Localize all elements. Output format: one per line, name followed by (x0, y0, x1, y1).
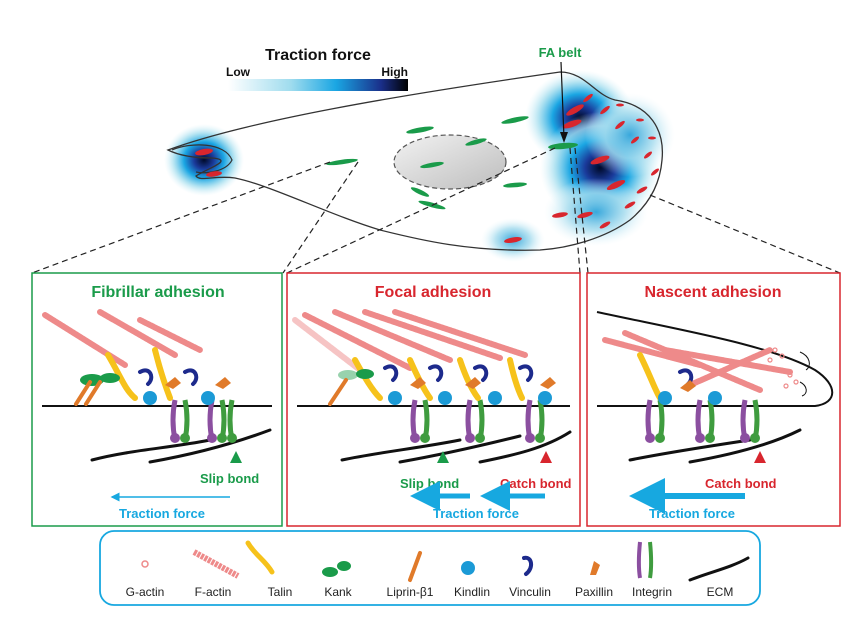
legend-vinculin-icon (522, 555, 533, 576)
legend-box (99, 530, 761, 606)
catch-bond-marker-focal (540, 451, 552, 463)
legend-label-kank: Kank (324, 585, 352, 599)
membrane-nascent (596, 311, 834, 407)
scale-title: Traction force (265, 47, 371, 64)
cell-overview: FA belt (31, 45, 841, 274)
panel-fibrillar: Fibrillar adhesion (31, 272, 283, 527)
panel-nascent-bond: Catch bond (705, 476, 777, 491)
scale-high-label: High (381, 65, 408, 79)
panel-focal-title: Focal adhesion (375, 284, 491, 301)
slip-bond-marker-fibrillar (230, 451, 242, 463)
legend-kindlin-icon (461, 561, 475, 575)
panel-nascent-border (586, 272, 841, 527)
traction-scale: Traction force Low High (226, 47, 408, 91)
legend-f-actin-icon (192, 549, 240, 579)
cell-outline (166, 71, 664, 251)
actin-filaments (42, 309, 793, 393)
catch-bond-marker-nascent (754, 451, 766, 463)
panel-fibrillar-force: Traction force (119, 506, 205, 521)
legend-label-f-actin: F-actin (195, 585, 232, 599)
legend-label-talin: Talin (268, 585, 293, 599)
zoom-lines (31, 147, 841, 274)
panel-nascent-force: Traction force (649, 506, 735, 521)
legend-label-liprin: Liprin-β1 (387, 585, 434, 599)
legend-integrin-icon (636, 541, 654, 579)
kindlin-molecules (143, 391, 722, 405)
fa-belt-arrowhead (560, 132, 568, 143)
liprin-rods (74, 378, 348, 406)
heat-spot-front-low (544, 178, 648, 246)
panel-nascent: Nascent adhesion (586, 272, 841, 527)
panel-focal-force: Traction force (433, 506, 519, 521)
legend-kank-icon (322, 561, 351, 577)
scale-low-label: Low (226, 65, 251, 79)
heat-spot-rear (164, 124, 244, 196)
fa-belt-pointer (560, 61, 565, 139)
panel-fibrillar-border (31, 272, 283, 527)
legend-liprin-icon (408, 551, 422, 582)
panel-focal: Focal adhesion (286, 272, 581, 527)
legend-label-kindlin: Kindlin (454, 585, 490, 599)
panel-nascent-title: Nascent adhesion (645, 284, 782, 301)
legend-label-ecm: ECM (707, 585, 734, 599)
focal-adhesions (195, 93, 660, 243)
legend-label-vinculin: Vinculin (509, 585, 551, 599)
legend-label-paxillin: Paxillin (575, 585, 613, 599)
panel-fibrillar-title: Fibrillar adhesion (91, 284, 224, 301)
legend-paxillin-icon (590, 561, 600, 575)
legend-g-actin-icon (141, 560, 149, 568)
g-actin-cluster (767, 347, 810, 397)
panel-fibrillar-bond: Slip bond (200, 471, 259, 486)
cell-tail (171, 144, 233, 174)
vinculin-molecules (138, 364, 694, 386)
paxillin-molecules (165, 377, 696, 392)
legend: G-actin F-actin Talin Kank Liprin-β1 Kin… (99, 530, 761, 606)
fa-belt-label: FA belt (539, 45, 583, 60)
slip-bond-marker-focal (437, 451, 449, 463)
legend-talin-icon (245, 540, 275, 575)
legend-ecm-icon (688, 556, 750, 582)
ecm-strands (90, 428, 802, 464)
panel-focal-catch-bond: Catch bond (500, 476, 572, 491)
nucleus (393, 134, 507, 190)
legend-label-g-actin: G-actin (126, 585, 165, 599)
integrins (170, 399, 760, 443)
legend-label-integrin: Integrin (632, 585, 672, 599)
panel-focal-border (286, 272, 581, 527)
panel-focal-slip-bond: Slip bond (400, 476, 459, 491)
scale-gradient-bar (228, 79, 408, 91)
